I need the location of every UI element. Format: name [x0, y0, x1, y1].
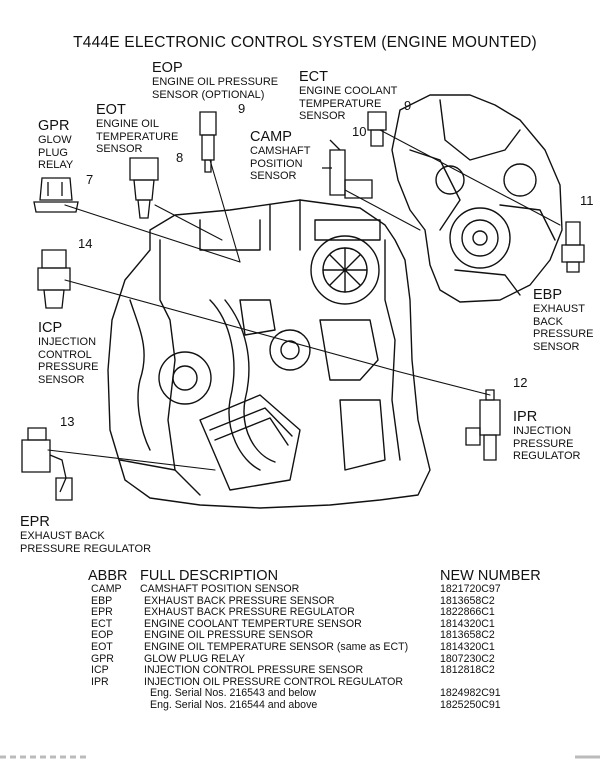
table-row: CAMP CAMSHAFT POSITION SENSOR 1821720C97 [88, 583, 541, 596]
ipr-regulator-part [465, 389, 501, 461]
cell-abbr: ICP [91, 664, 109, 677]
cell-new-number: 1814320C1 [440, 617, 495, 630]
cell-new-number: 1807230C2 [440, 652, 495, 665]
table-row: EBP EXHAUST BACK PRESSURE SENSOR 1813658C2 [88, 594, 541, 608]
icp-label: ICP INJECTION CONTROL PRESSURE SENSOR [38, 320, 99, 386]
ipr-label: IPR INJECTION PRESSURE REGULATOR [513, 409, 581, 462]
icp-number: 14 [78, 236, 93, 251]
table-header-row: ABBR FULL DESCRIPTION NEW NUMBER [88, 568, 541, 584]
cell-description: INJECTION CONTROL PRESSURE SENSOR [144, 664, 364, 677]
footer-strip [0, 755, 600, 759]
ect-sensor-part [367, 111, 387, 147]
gpr-number: 7 [86, 172, 94, 187]
cell-new-number: 1813658C2 [440, 594, 495, 607]
diagram-title: T444E ELECTRONIC CONTROL SYSTEM (ENGINE … [73, 34, 537, 51]
cell-abbr: CAMP [91, 583, 122, 595]
table-subrow: Eng. Serial Nos. 216543 and below 1824982… [88, 688, 541, 700]
eot-sensor-part [129, 157, 159, 219]
epr-label: EPR EXHAUST BACK PRESSURE REGULATOR [20, 514, 152, 555]
table-row: EPR EXHAUST BACK PRESSURE REGULATOR 182286… [88, 607, 541, 619]
table-row: IPR INJECTION OIL PRESSURE CONTROL REGULA… [88, 675, 541, 689]
leader-lines [47, 129, 561, 471]
ebp-label: EBP EXHAUST BACK PRESSURE SENSOR [533, 287, 594, 353]
cell-new-number: 1824982C91 [440, 687, 501, 700]
header-new-number: NEW NUMBER [440, 568, 541, 584]
cell-description: Eng. Serial Nos. 216543 and below [150, 687, 317, 700]
cell-new-number: 1813658C2 [440, 629, 495, 642]
cell-description: ENGINE OIL TEMPERATURE SENSOR (same as E… [144, 640, 409, 653]
cell-description: ENGINE COOLANT TEMPERTURE SENSOR [144, 617, 362, 630]
eop-number: 9 [238, 101, 246, 116]
table-row: ICP INJECTION CONTROL PRESSURE SENSOR 1812… [88, 665, 541, 677]
cell-abbr: EPR [91, 606, 113, 619]
epr-number: 13 [60, 414, 75, 429]
header-abbr: ABBR [88, 568, 128, 584]
engine-side-view [391, 94, 563, 303]
cell-abbr: IPR [91, 675, 109, 688]
cell-description: GLOW PLUG RELAY [144, 652, 246, 665]
gpr-relay-part [33, 177, 79, 213]
eot-label: EOT ENGINE OIL TEMPERATURE SENSOR [96, 102, 179, 155]
ebp-number: 11 [580, 193, 594, 208]
cell-new-number: 1812818C2 [440, 664, 495, 677]
cell-new-number: 1821720C97 [440, 583, 501, 595]
camp-number: 10 [352, 124, 367, 139]
eop-sensor-part [199, 111, 217, 173]
cell-abbr: GPR [91, 652, 114, 665]
cell-description: INJECTION OIL PRESSURE CONTROL REGULATOR [144, 675, 403, 688]
camp-sensor-part [322, 139, 373, 199]
header-description: FULL DESCRIPTION [140, 568, 279, 584]
camp-label: CAMP CAMSHAFT POSITION SENSOR [250, 129, 311, 182]
ect-number: 9 [404, 98, 412, 113]
cell-abbr: EOP [91, 629, 114, 642]
epr-regulator-part [21, 427, 73, 501]
cell-description: EXHAUST BACK PRESSURE REGULATOR [144, 606, 355, 619]
table-row: ECT ENGINE COOLANT TEMPERTURE SENSOR 18143… [88, 617, 541, 631]
cell-abbr: EBP [91, 594, 113, 607]
table-row: EOP ENGINE OIL PRESSURE SENSOR 1813658C2 [88, 630, 541, 642]
table-row: GPR GLOW PLUG RELAY 1807230C2 [88, 652, 541, 666]
gpr-label: GPR GLOW PLUG RELAY [38, 118, 74, 171]
cell-description: Eng. Serial Nos. 216544 and above [150, 698, 318, 711]
icp-sensor-part [37, 249, 71, 309]
cell-new-number: 1814320C1 [440, 640, 495, 653]
cell-abbr: EOT [91, 640, 113, 653]
table-subrow: Eng. Serial Nos. 216544 and above 1825250… [88, 698, 541, 712]
cell-new-number: 1825250C91 [440, 698, 501, 711]
ect-label: ECT ENGINE COOLANT TEMPERATURE SENSOR [299, 69, 398, 122]
cell-empty [88, 700, 140, 712]
table-row: EOT ENGINE OIL TEMPERATURE SENSOR (same a… [88, 640, 541, 654]
cell-new-number: 1822866C1 [440, 606, 495, 619]
eot-number: 8 [176, 150, 184, 165]
ipr-number: 12 [513, 375, 528, 390]
cell-description: EXHAUST BACK PRESSURE SENSOR [144, 594, 335, 607]
cell-description: ENGINE OIL PRESSURE SENSOR [144, 629, 314, 642]
ebp-sensor-part [561, 221, 585, 273]
cell-description: CAMSHAFT POSITION SENSOR [140, 583, 300, 595]
cell-empty [88, 688, 140, 700]
eop-label: EOP ENGINE OIL PRESSURE SENSOR (OPTIONAL… [152, 60, 279, 101]
cell-abbr: ECT [91, 617, 113, 630]
engine-block [107, 199, 431, 509]
